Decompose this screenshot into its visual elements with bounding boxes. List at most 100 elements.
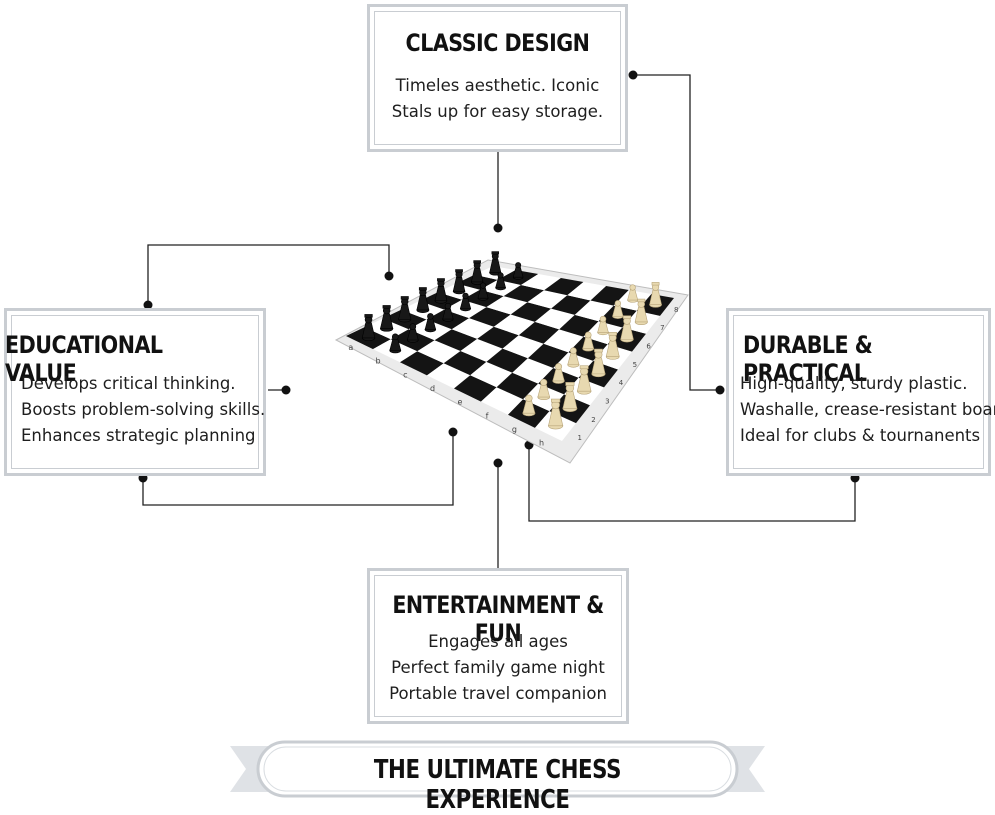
connector-dot (493, 223, 503, 233)
black-chess-piece (459, 292, 472, 312)
white-chess-piece (634, 298, 648, 326)
board-file-label: f (486, 411, 489, 420)
board-square (510, 302, 552, 322)
durable-practical-line: Ideal for clubs & tournanents (740, 426, 981, 445)
educational-value-title: EDUCATIONAL VALUE (5, 331, 163, 387)
board-file-label: d (430, 384, 435, 393)
white-chess-piece (552, 363, 565, 384)
educational-value-line: Boosts problem-solving skills. (21, 400, 266, 419)
board-square (486, 348, 528, 373)
board-square (503, 285, 545, 303)
connector-educational-bottom (142, 432, 454, 506)
banner-title: THE ULTIMATE CHESS EXPERIENCE (373, 755, 622, 815)
board-file-label: b (376, 357, 381, 366)
black-chess-piece (361, 314, 376, 342)
board-square (527, 343, 569, 368)
educational-value-card: EDUCATIONAL VALUE Develops critical thin… (4, 308, 266, 476)
board-square (481, 387, 524, 415)
connector-durable-bottom (528, 445, 856, 522)
durable-practical-card: DURABLE & PRACTICAL High-quality, sturdy… (726, 308, 995, 476)
board-square (567, 282, 607, 301)
connector-dot (448, 427, 458, 437)
connector-dot (628, 70, 638, 80)
black-chess-piece (380, 305, 394, 332)
board-square (469, 307, 511, 327)
board-square (544, 278, 584, 296)
white-chess-piece (562, 382, 578, 412)
white-chess-piece (612, 300, 624, 319)
white-chess-piece (591, 348, 606, 378)
entertainment-fun-line: Perfect family game night (391, 658, 605, 677)
board-rank-label: 1 (577, 434, 581, 442)
board-square (427, 363, 471, 389)
black-chess-piece (389, 333, 402, 354)
board-square (417, 340, 461, 364)
black-chess-piece (512, 262, 524, 280)
board-file-label: h (539, 439, 544, 448)
banner-ribbon (230, 740, 765, 798)
board-square (477, 326, 519, 349)
board-rank-label: 2 (591, 416, 595, 424)
educational-value-line: Enhances strategic planning (21, 426, 256, 445)
board-square (451, 318, 494, 339)
durable-practical-line: Washalle, crease-resistant board (740, 400, 995, 419)
white-chess-piece (582, 331, 595, 352)
board-square (512, 358, 554, 384)
board-square (502, 335, 544, 359)
board-rank-label: 6 (646, 342, 651, 350)
board-square (454, 375, 497, 402)
classic-design-line: Stals up for easy storage. (391, 102, 604, 121)
board-square (460, 338, 503, 362)
chess-pieces (361, 251, 662, 430)
black-chess-piece (442, 302, 454, 322)
connector-dot (715, 385, 725, 395)
black-chess-piece (424, 313, 437, 333)
white-chess-piece (620, 315, 634, 343)
black-chess-piece (495, 272, 506, 291)
board-file-label: a (348, 343, 353, 352)
board-square (543, 329, 584, 353)
board-square (493, 314, 535, 336)
black-chess-piece (452, 269, 466, 295)
connector-educational-top (147, 244, 390, 305)
white-chess-piece (576, 365, 592, 395)
entertainment-fun-card: ENTERTAINMENT & FUN Engages all ages Per… (367, 568, 629, 724)
connector-dot (143, 300, 153, 310)
board-squares (346, 266, 674, 441)
board-square (527, 290, 568, 309)
white-chess-piece (522, 394, 536, 417)
classic-design-line: Timeles aesthetic. Iconic (395, 76, 600, 95)
white-chess-piece (537, 378, 551, 401)
connector-classic-to-durable (633, 74, 720, 391)
board-square (496, 372, 539, 400)
board-square (521, 274, 561, 291)
black-chess-piece (434, 278, 448, 304)
black-chess-piece (471, 260, 484, 285)
board-file-label: e (457, 398, 462, 407)
white-chess-piece (567, 347, 580, 368)
durable-practical-line: High-quality, sturdy plastic. (740, 374, 968, 393)
entertainment-fun-title: ENTERTAINMENT & FUN (392, 591, 604, 647)
black-chess-piece (407, 323, 419, 343)
board-rank-label: 8 (674, 306, 678, 314)
black-chess-piece (398, 296, 412, 323)
durable-practical-title: DURABLE & PRACTICAL (743, 331, 873, 387)
board-square (574, 300, 614, 322)
board-square (559, 314, 599, 337)
board-square (434, 329, 478, 351)
entertainment-fun-line: Portable travel companion (389, 684, 607, 703)
board-rank-label: 3 (605, 397, 609, 405)
board-square (551, 295, 591, 315)
board-square (443, 351, 487, 376)
board-square (400, 351, 444, 376)
educational-value-line: Develops critical thinking. (21, 374, 236, 393)
board-file-label: c (403, 370, 407, 379)
white-chess-piece (605, 332, 620, 360)
white-chess-piece (597, 315, 609, 336)
board-square (518, 321, 560, 344)
connector-dot (493, 458, 503, 468)
board-square (534, 308, 575, 330)
black-chess-piece (477, 282, 489, 301)
